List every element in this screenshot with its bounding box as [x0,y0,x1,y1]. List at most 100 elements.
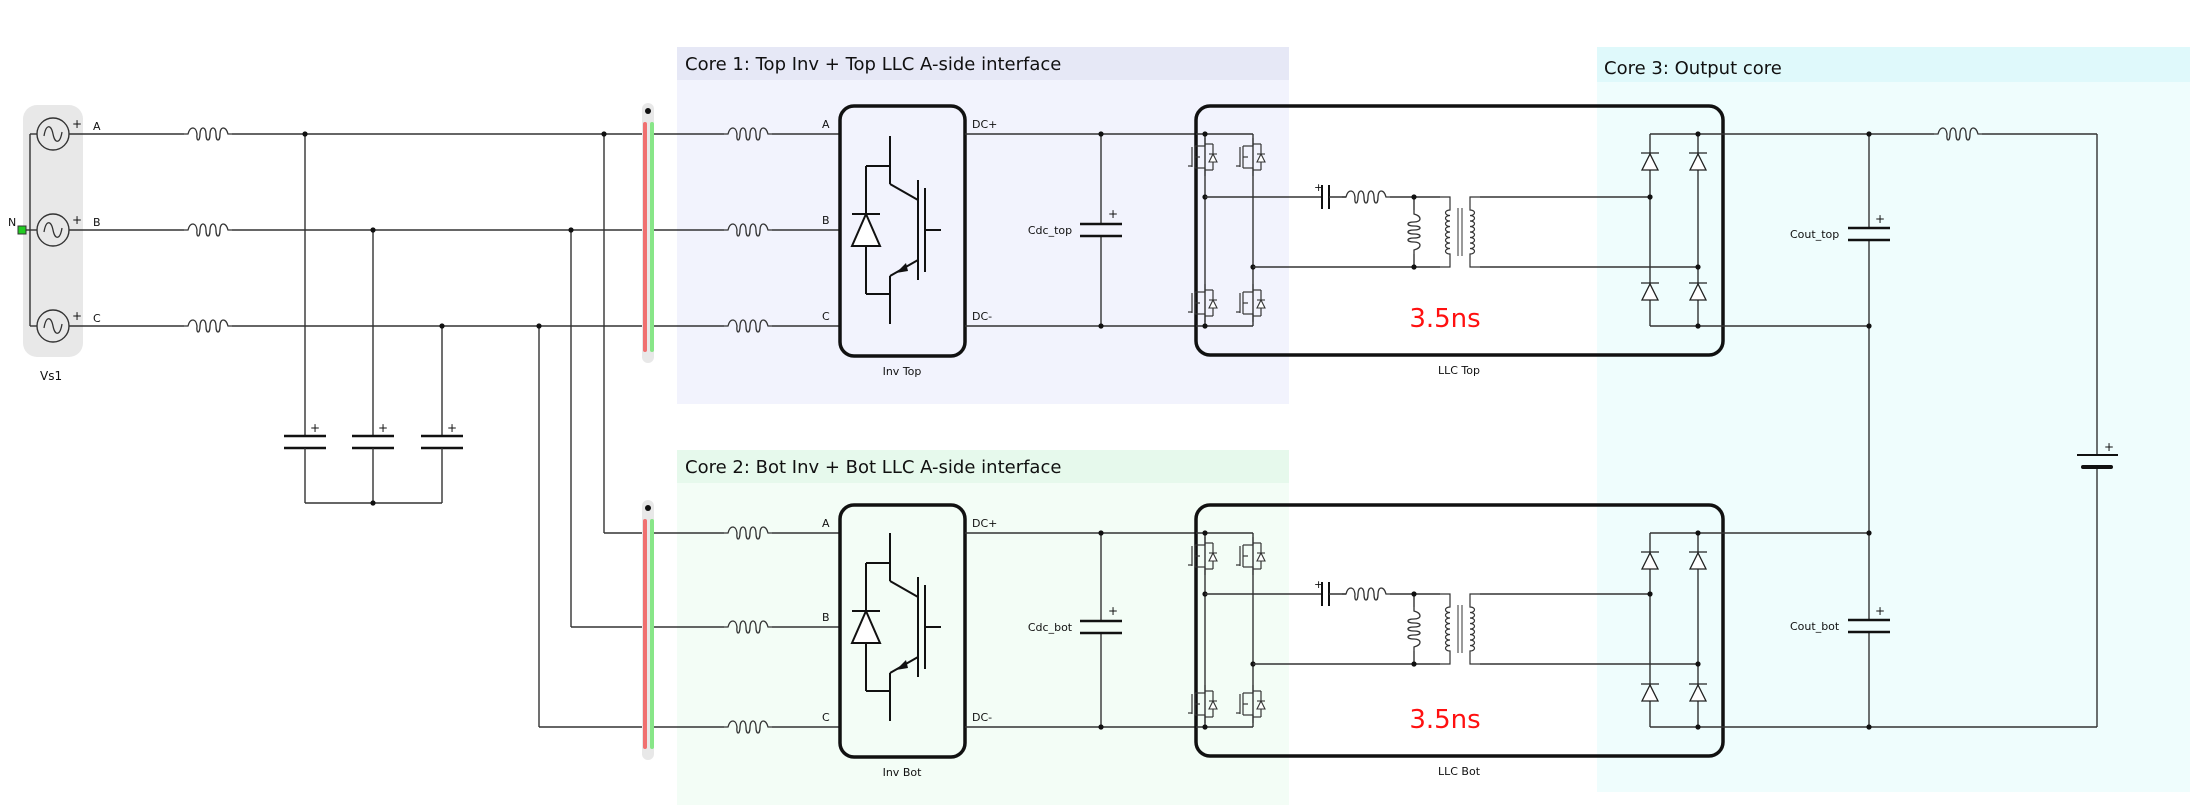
plus-sign: + [1314,181,1323,194]
junction-dot [1695,661,1701,667]
filter-cap-icon [350,434,396,450]
secondary-winding [1469,593,1480,665]
plus-sign: + [2104,440,2114,454]
filter-capacitors: + + + [282,131,465,506]
neutral-label: N [8,216,16,229]
dc-cap-label: Cdc_bot [1028,621,1073,634]
junction-dot [1695,131,1701,137]
grid-inductor-b-icon [183,223,233,237]
output-stage: Cout_top Cout_bot + + + [1723,127,2118,730]
junction-dot [1098,323,1104,329]
inverter-name: Inv Bot [883,766,922,779]
freewheel-diode [850,211,882,247]
inverter-pin-label: B [822,611,830,624]
llc-top-stage: LLC Top 3.5ns + [1187,104,1725,377]
junction-dot [1695,530,1701,536]
cout-top-label: Cout_top [1790,228,1839,241]
delay-label: 3.5ns [1409,705,1480,735]
junction-dot [1647,194,1653,200]
source-vs1[interactable]: + + + N Vs1 A B C [8,105,101,383]
core1-region: Core 1: Top Inv + Top LLC A-side interfa… [677,47,1289,404]
igbt-icon [850,136,941,324]
igbt-icon [850,533,941,721]
phase-a-label: A [93,120,101,133]
freewheel-diode [850,608,882,644]
dc-neg-label: DC- [972,711,992,724]
neutral-terminal[interactable] [17,225,27,235]
junction-dot [1202,323,1208,329]
core3-title: Core 3: Output core [1604,58,1782,79]
plus-sign: + [310,421,320,435]
core2-title: Core 2: Bot Inv + Bot LLC A-side interfa… [685,457,1061,478]
transformer-icon [1440,593,1480,665]
junction-dot [1202,530,1208,536]
interface-bus-bottom[interactable] [642,500,654,760]
input-lines [69,127,656,333]
junction-dot [1411,194,1417,200]
primary-winding [1440,196,1451,268]
interface-bus-top[interactable] [642,103,654,363]
llc-name: LLC Bot [1438,765,1481,778]
junction-dot [1695,264,1701,270]
dc-neg-label: DC- [972,310,992,323]
junction-dot [1411,264,1417,270]
core2-header [677,450,1289,483]
inverter-pin-label: A [822,118,830,131]
junction-dot [1098,530,1104,536]
plus-sign: + [1108,604,1118,618]
inverter-box[interactable] [838,503,967,759]
inverter-name: Inv Top [883,365,922,378]
core1-body [677,47,1289,404]
resonant-inductor-icon [1341,190,1391,204]
core3-body [1597,47,2190,792]
dc-pos-label: DC+ [972,517,997,530]
inverter-bot-stage: A B C Inv Bot DC+ DC- Cdc_bot + [656,503,1196,779]
junction-dot [1695,724,1701,730]
plus-sign: + [1875,212,1885,226]
plus-sign: + [1875,604,1885,618]
phase-c-label: C [93,312,101,325]
cout-bot-label: Cout_bot [1790,620,1840,633]
inverter-block[interactable] [838,104,967,358]
junction-dot [1411,661,1417,667]
core1-header [677,47,1289,80]
inverter-pin-label: C [822,711,830,724]
grid-inductor-a-icon [183,127,233,141]
inverter-box[interactable] [838,104,967,358]
delay-label: 3.5ns [1409,304,1480,334]
core2-region: Core 2: Bot Inv + Bot LLC A-side interfa… [677,450,1289,805]
transformer-icon [1440,196,1480,268]
junction-dot [1411,591,1417,597]
llc-box[interactable] [1194,104,1725,357]
inverter-block[interactable] [838,503,967,759]
primary-winding [1440,593,1451,665]
core1-title: Core 1: Top Inv + Top LLC A-side interfa… [685,54,1061,75]
plus-sign: + [1314,578,1323,591]
core3-header [1597,47,2190,82]
phase-b-label: B [93,216,101,229]
secondary-winding [1469,196,1480,268]
inverter-pin-label: B [822,214,830,227]
junction-dot [1098,724,1104,730]
igbt-arrow [896,660,908,670]
plus-sign: + [378,421,388,435]
magnetizing-inductor-icon [1407,606,1421,652]
igbt-stroke [889,183,919,201]
filter-cap-icon [419,434,465,450]
llc-box[interactable] [1194,503,1725,758]
source-name: Vs1 [40,369,62,383]
magnetizing-inductor-icon [1407,209,1421,255]
plus-sign: + [447,421,457,435]
junction-dot [1202,131,1208,137]
plus-sign: + [72,309,82,323]
junction-dot [1098,131,1104,137]
junction-dot [1695,323,1701,329]
resonant-inductor-icon [1341,587,1391,601]
plus-sign: + [72,117,82,131]
plus-sign: + [72,213,82,227]
inverter-pin-label: A [822,517,830,530]
llc-bot-stage: LLC Bot 3.5ns + [1187,503,1725,778]
llc-name: LLC Top [1438,364,1480,377]
